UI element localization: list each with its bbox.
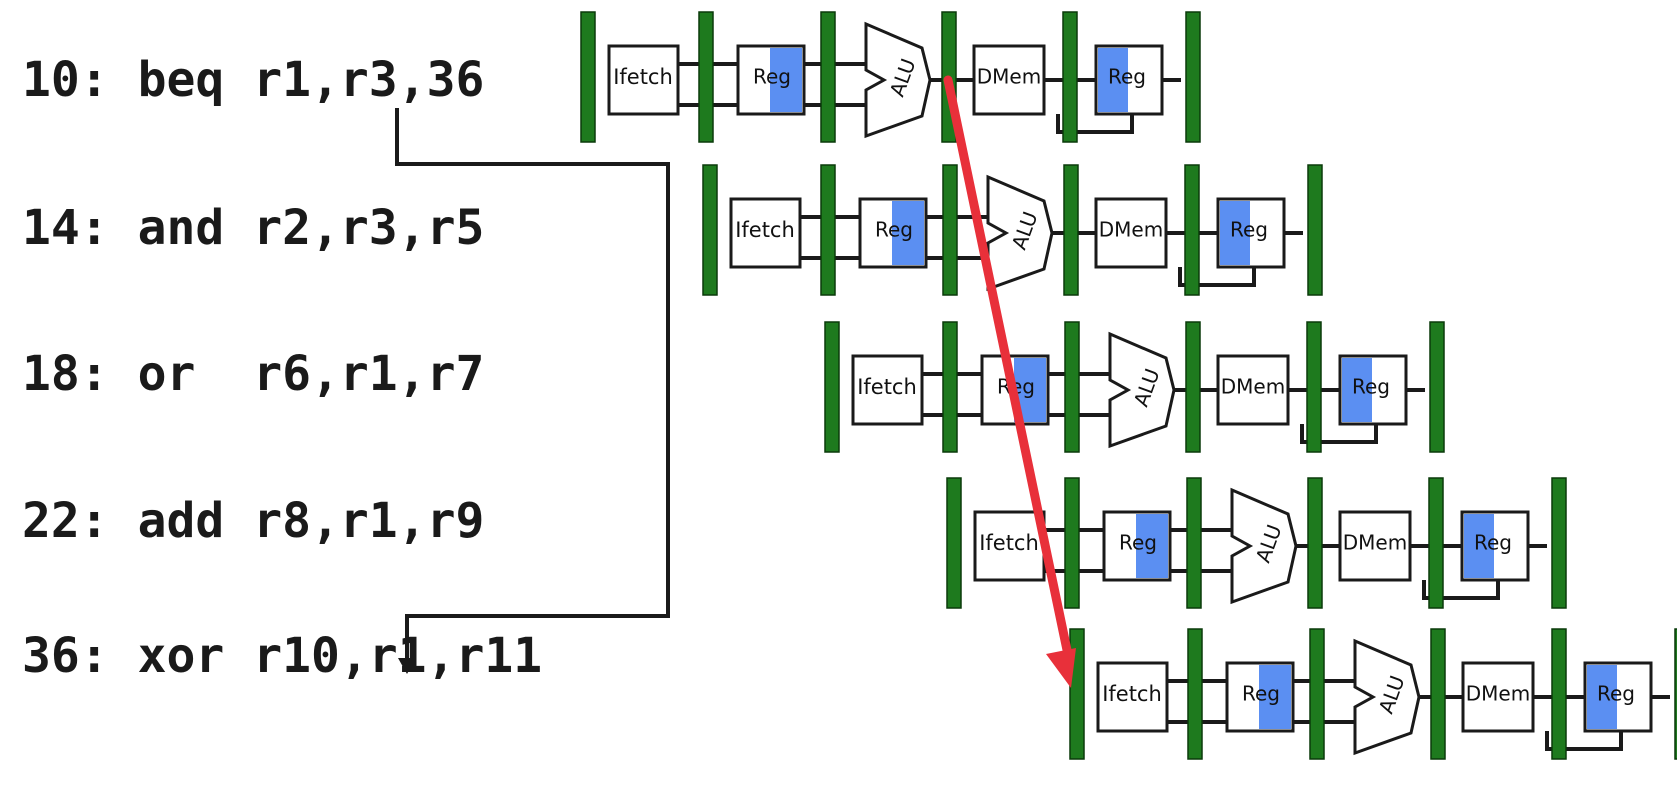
pipeline-register-bar — [1306, 321, 1322, 453]
pipeline-register-bar — [942, 164, 958, 296]
reg-write-highlight — [1220, 201, 1250, 265]
instruction-22: 22: add r8,r1,r9 — [22, 493, 485, 549]
pipeline-register-bar — [820, 11, 836, 143]
reg-write-highlight — [1464, 514, 1494, 578]
dmem-box — [1461, 661, 1535, 733]
reg-write-label: Reg — [1597, 682, 1635, 706]
pipeline-register-bar — [1551, 477, 1567, 609]
branch-target-arrowhead — [398, 658, 416, 674]
pipeline-register-bar — [1185, 321, 1201, 453]
dmem-box — [1216, 354, 1290, 426]
dmem-box — [972, 44, 1046, 116]
instruction-18: 18: or r6,r1,r7 — [22, 346, 485, 402]
dmem-box — [1338, 510, 1412, 582]
alu-shape — [1353, 638, 1421, 756]
dmem-label: DMem — [977, 65, 1041, 89]
branch-arrow-shaft — [943, 75, 1072, 655]
pipeline-register-bar — [698, 11, 714, 143]
alu-shape — [864, 21, 932, 139]
pipeline-register-bar — [1307, 477, 1323, 609]
reg-write-label: Reg — [1474, 531, 1512, 555]
pipeline-register-bar — [1062, 11, 1078, 143]
reg-read-label: Reg — [753, 65, 791, 89]
pipeline-register-bar — [1064, 321, 1080, 453]
pipeline-register-bar — [702, 164, 718, 296]
dmem-label: DMem — [1221, 375, 1285, 399]
branch-arrowhead — [1046, 648, 1076, 688]
reg-write-label: Reg — [1230, 218, 1268, 242]
pipeline-register-bar — [1428, 477, 1444, 609]
dmem-label: DMem — [1343, 531, 1407, 555]
ifetch-label: Ifetch — [979, 531, 1039, 555]
dmem-box — [1094, 197, 1168, 269]
pipeline-register-bar — [1430, 628, 1446, 760]
pipeline-register-bar — [580, 11, 596, 143]
pipeline-register-bar — [824, 321, 840, 453]
ifetch-label: Ifetch — [857, 375, 917, 399]
pipeline-register-bar — [1063, 164, 1079, 296]
reg-write-highlight — [1342, 358, 1372, 422]
pipeline-register-bar — [820, 164, 836, 296]
instruction-14: 14: and r2,r3,r5 — [22, 200, 485, 256]
ifetch-box — [851, 354, 924, 426]
pipeline-register-bar — [1309, 628, 1325, 760]
reg-read-highlight — [1259, 665, 1291, 729]
reg-read-label: Reg — [1119, 531, 1157, 555]
pipeline-register-bar — [942, 321, 958, 453]
reg-write-highlight — [1587, 665, 1617, 729]
pipeline-register-bar — [1429, 321, 1445, 453]
branch-target-line — [395, 108, 670, 660]
reg-read-highlight — [770, 48, 802, 112]
reg-read-highlight — [1136, 514, 1168, 578]
pipeline-register-bar — [1185, 11, 1201, 143]
branch-target-connector — [395, 108, 670, 674]
ifetch-box — [973, 510, 1046, 582]
pipeline-register-bar — [1064, 477, 1080, 609]
ifetch-box — [729, 197, 802, 269]
pipeline-register-bar — [1187, 628, 1203, 760]
reg-write-highlight — [1098, 48, 1128, 112]
branch-resolution-arrow — [943, 75, 1076, 688]
pipeline-register-bar — [1551, 628, 1567, 760]
pipeline-register-bar — [946, 477, 962, 609]
pipeline-register-bar — [1184, 164, 1200, 296]
dmem-label: DMem — [1099, 218, 1163, 242]
ifetch-box — [1096, 661, 1169, 733]
ifetch-box — [607, 44, 680, 116]
pipeline-register-bar — [1186, 477, 1202, 609]
ifetch-label: Ifetch — [613, 65, 673, 89]
pipeline-register-bar — [1307, 164, 1323, 296]
reg-write-label: Reg — [1352, 375, 1390, 399]
reg-read-label: Reg — [1242, 682, 1280, 706]
pipeline-register-bar — [1674, 628, 1677, 760]
reg-read-label: Reg — [875, 218, 913, 242]
alu-shape — [1230, 487, 1298, 605]
ifetch-label: Ifetch — [735, 218, 795, 242]
pipeline-register-bar — [1069, 628, 1085, 760]
reg-read-highlight — [892, 201, 924, 265]
alu-shape — [1108, 331, 1176, 449]
instruction-36: 36: xor r10,r1,r11 — [22, 628, 543, 684]
reg-write-label: Reg — [1108, 65, 1146, 89]
dmem-label: DMem — [1466, 682, 1530, 706]
instruction-10: 10: beq r1,r3,36 — [22, 52, 485, 108]
ifetch-label: Ifetch — [1102, 682, 1162, 706]
